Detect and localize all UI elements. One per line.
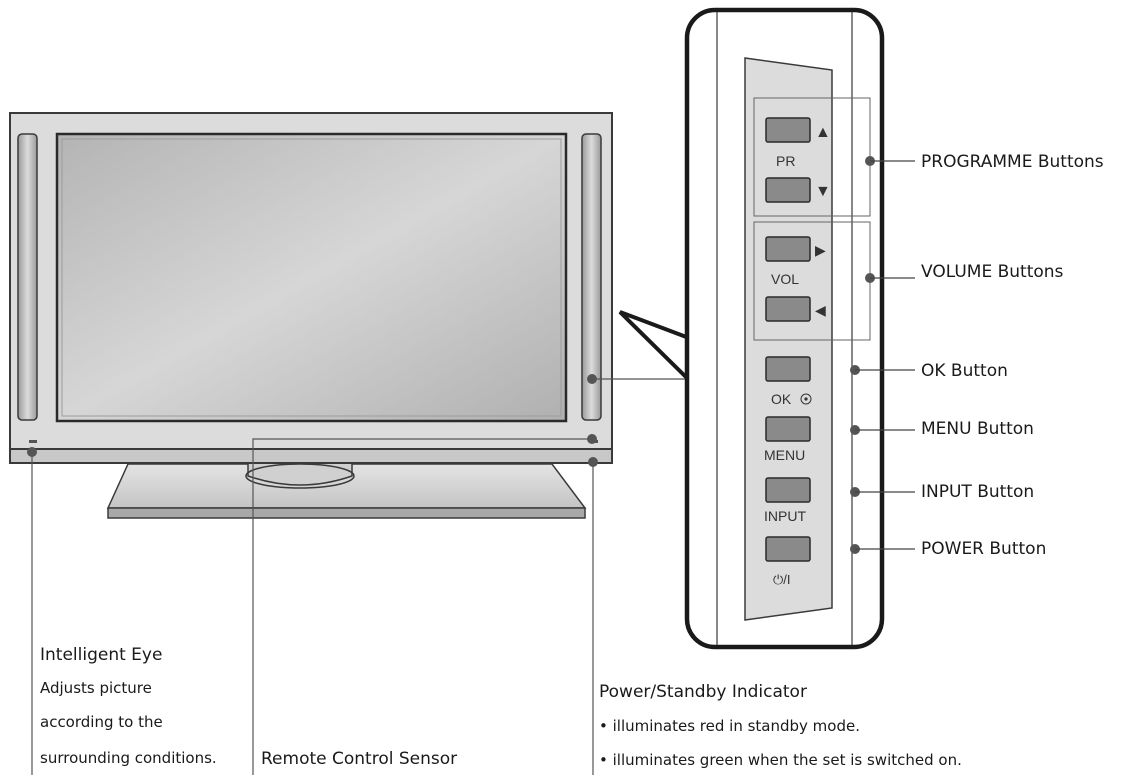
input-callout-text: INPUT Button	[921, 482, 1034, 502]
input-button[interactable]	[765, 477, 811, 503]
tv-screen	[55, 132, 568, 423]
intelligent-eye-line-3: surrounding conditions.	[40, 749, 217, 767]
volume-callout-text: VOLUME Buttons	[921, 262, 1064, 282]
bottom-callouts: Intelligent Eye Adjusts picture accordin…	[27, 434, 962, 775]
right-speaker	[581, 133, 602, 421]
ok-label: OK	[771, 391, 792, 407]
programme-up-button[interactable]	[765, 117, 811, 143]
power-callout-text: POWER Button	[921, 539, 1046, 559]
programme-label: PR	[776, 153, 795, 169]
remote-sensor-label: Remote Control Sensor	[261, 749, 457, 769]
intelligent-eye-line-2: according to the	[40, 713, 163, 731]
right-callouts: PROGRAMME Buttons VOLUME Buttons OK Butt…	[850, 152, 1104, 559]
menu-callout-text: MENU Button	[921, 419, 1034, 439]
remote-sensor-leader	[252, 438, 592, 775]
ok-button[interactable]	[765, 356, 811, 382]
intelligent-eye-line-1: Adjusts picture	[40, 679, 152, 697]
menu-button[interactable]	[765, 416, 811, 442]
intelligent-eye-sensor	[29, 440, 37, 443]
zoom-callout-pointer	[618, 310, 691, 382]
right-speaker-dot	[587, 374, 597, 384]
power-indicator-line-1: • illuminates red in standby mode.	[599, 717, 860, 735]
tv-stand-neck	[247, 461, 353, 486]
programme-up-arrow: ▲	[815, 124, 831, 141]
power-label: ⏻/I	[773, 572, 791, 587]
television	[9, 112, 613, 519]
menu-label: MENU	[764, 447, 805, 463]
input-label: INPUT	[764, 508, 806, 524]
intelligent-eye-title: Intelligent Eye	[40, 645, 162, 665]
power-indicator-title: Power/Standby Indicator	[599, 682, 807, 702]
volume-up-button[interactable]	[765, 236, 811, 262]
ok-symbol-dot	[804, 397, 808, 401]
programme-down-button[interactable]	[765, 177, 811, 203]
programme-down-arrow: ▼	[815, 183, 831, 200]
ok-callout-text: OK Button	[921, 361, 1008, 381]
programme-callout-text: PROGRAMME Buttons	[921, 152, 1104, 172]
power-button[interactable]	[765, 536, 811, 562]
control-panel-zoom: ▲ PR ▼ ▶ VOL ◀ OK MENU INPUT ⏻/I	[684, 7, 885, 650]
tv-screen-inner	[61, 138, 562, 417]
left-speaker	[17, 133, 38, 421]
ok-symbol-icon	[800, 393, 812, 405]
volume-label: VOL	[771, 271, 799, 287]
volume-down-button[interactable]	[765, 296, 811, 322]
tv-stand-base-edge	[107, 507, 586, 519]
volume-down-arrow: ◀	[815, 302, 826, 318]
power-indicator-line-2: • illuminates green when the set is swit…	[599, 751, 962, 769]
volume-up-arrow: ▶	[815, 242, 826, 258]
tv-bottom-bezel	[9, 448, 613, 464]
